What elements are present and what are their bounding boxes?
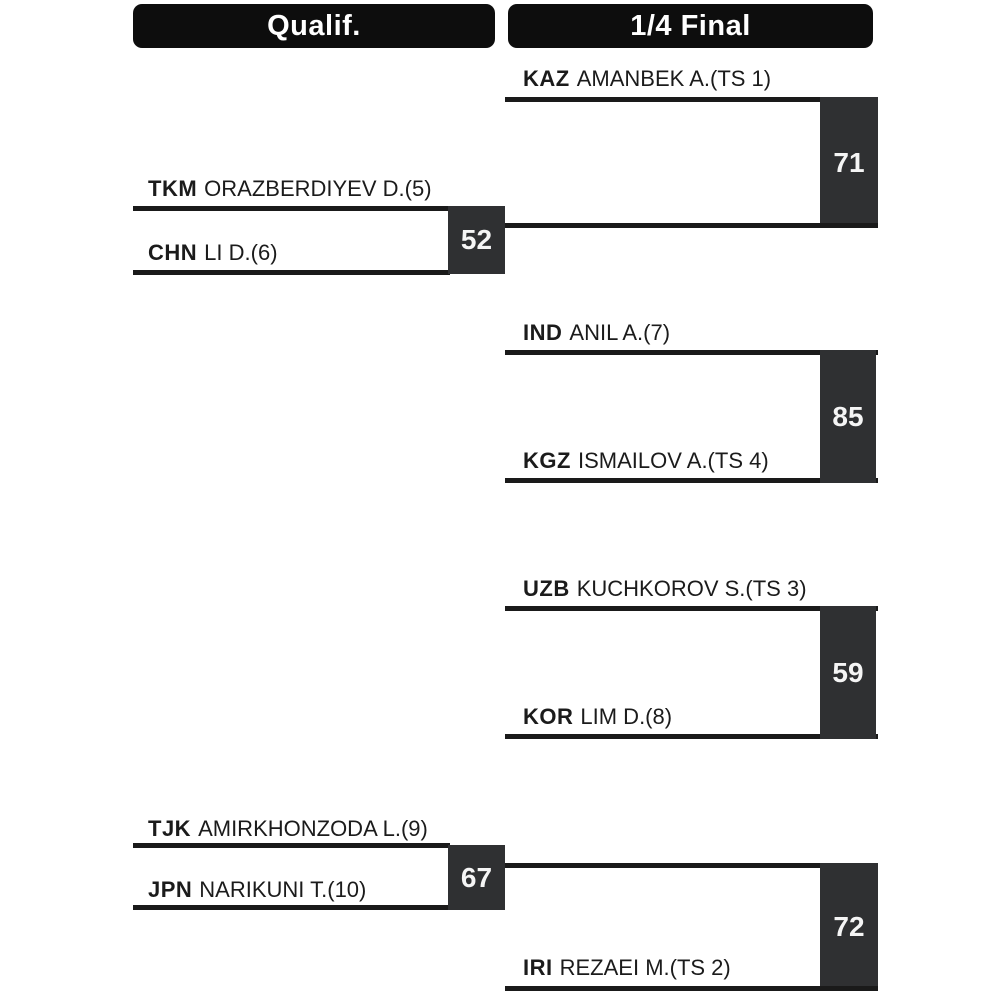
score-box: 59 — [820, 606, 876, 739]
score-box: 72 — [820, 863, 878, 991]
player-country: TJK — [148, 816, 192, 841]
player-name: LIM D.(8) — [580, 704, 673, 729]
score-box: 85 — [820, 350, 876, 483]
bracket-line — [133, 843, 450, 848]
player-name: ORAZBERDIYEV D.(5) — [204, 176, 432, 201]
player-country: JPN — [148, 877, 193, 902]
player-country: IRI — [523, 955, 553, 980]
player-country: KAZ — [523, 66, 570, 91]
player-name: KUCHKOROV S.(TS 3) — [576, 576, 807, 601]
bracket-line — [133, 206, 450, 211]
player-name: LI D.(6) — [204, 240, 278, 265]
score-box: 71 — [820, 97, 878, 228]
bracket-line — [505, 350, 878, 355]
player-name: ANIL A.(7) — [569, 320, 671, 345]
player-name: AMIRKHONZODA L.(9) — [198, 816, 428, 841]
player-country: TKM — [148, 176, 198, 201]
player-name: AMANBEK A.(TS 1) — [576, 66, 772, 91]
bracket-line — [505, 97, 878, 102]
bracket-line — [505, 223, 878, 228]
bracket-line — [133, 270, 450, 275]
player-country: KGZ — [523, 448, 571, 473]
bracket-line — [505, 734, 878, 739]
bracket-line — [505, 863, 878, 868]
player-name: NARIKUNI T.(10) — [199, 877, 367, 902]
score-box: 67 — [448, 845, 505, 910]
score-box: 52 — [448, 206, 505, 274]
bracket-line — [505, 986, 878, 991]
column-header-quarterfinal: 1/4 Final — [508, 4, 873, 48]
bracket-line — [133, 905, 450, 910]
player-country: KOR — [523, 704, 574, 729]
bracket-line — [505, 606, 878, 611]
player-name: ISMAILOV A.(TS 4) — [577, 448, 769, 473]
player-name: REZAEI M.(TS 2) — [559, 955, 731, 980]
column-header-qualif: Qualif. — [133, 4, 495, 48]
player-country: CHN — [148, 240, 198, 265]
player-country: UZB — [523, 576, 570, 601]
player-country: IND — [523, 320, 563, 345]
bracket-line — [505, 478, 878, 483]
